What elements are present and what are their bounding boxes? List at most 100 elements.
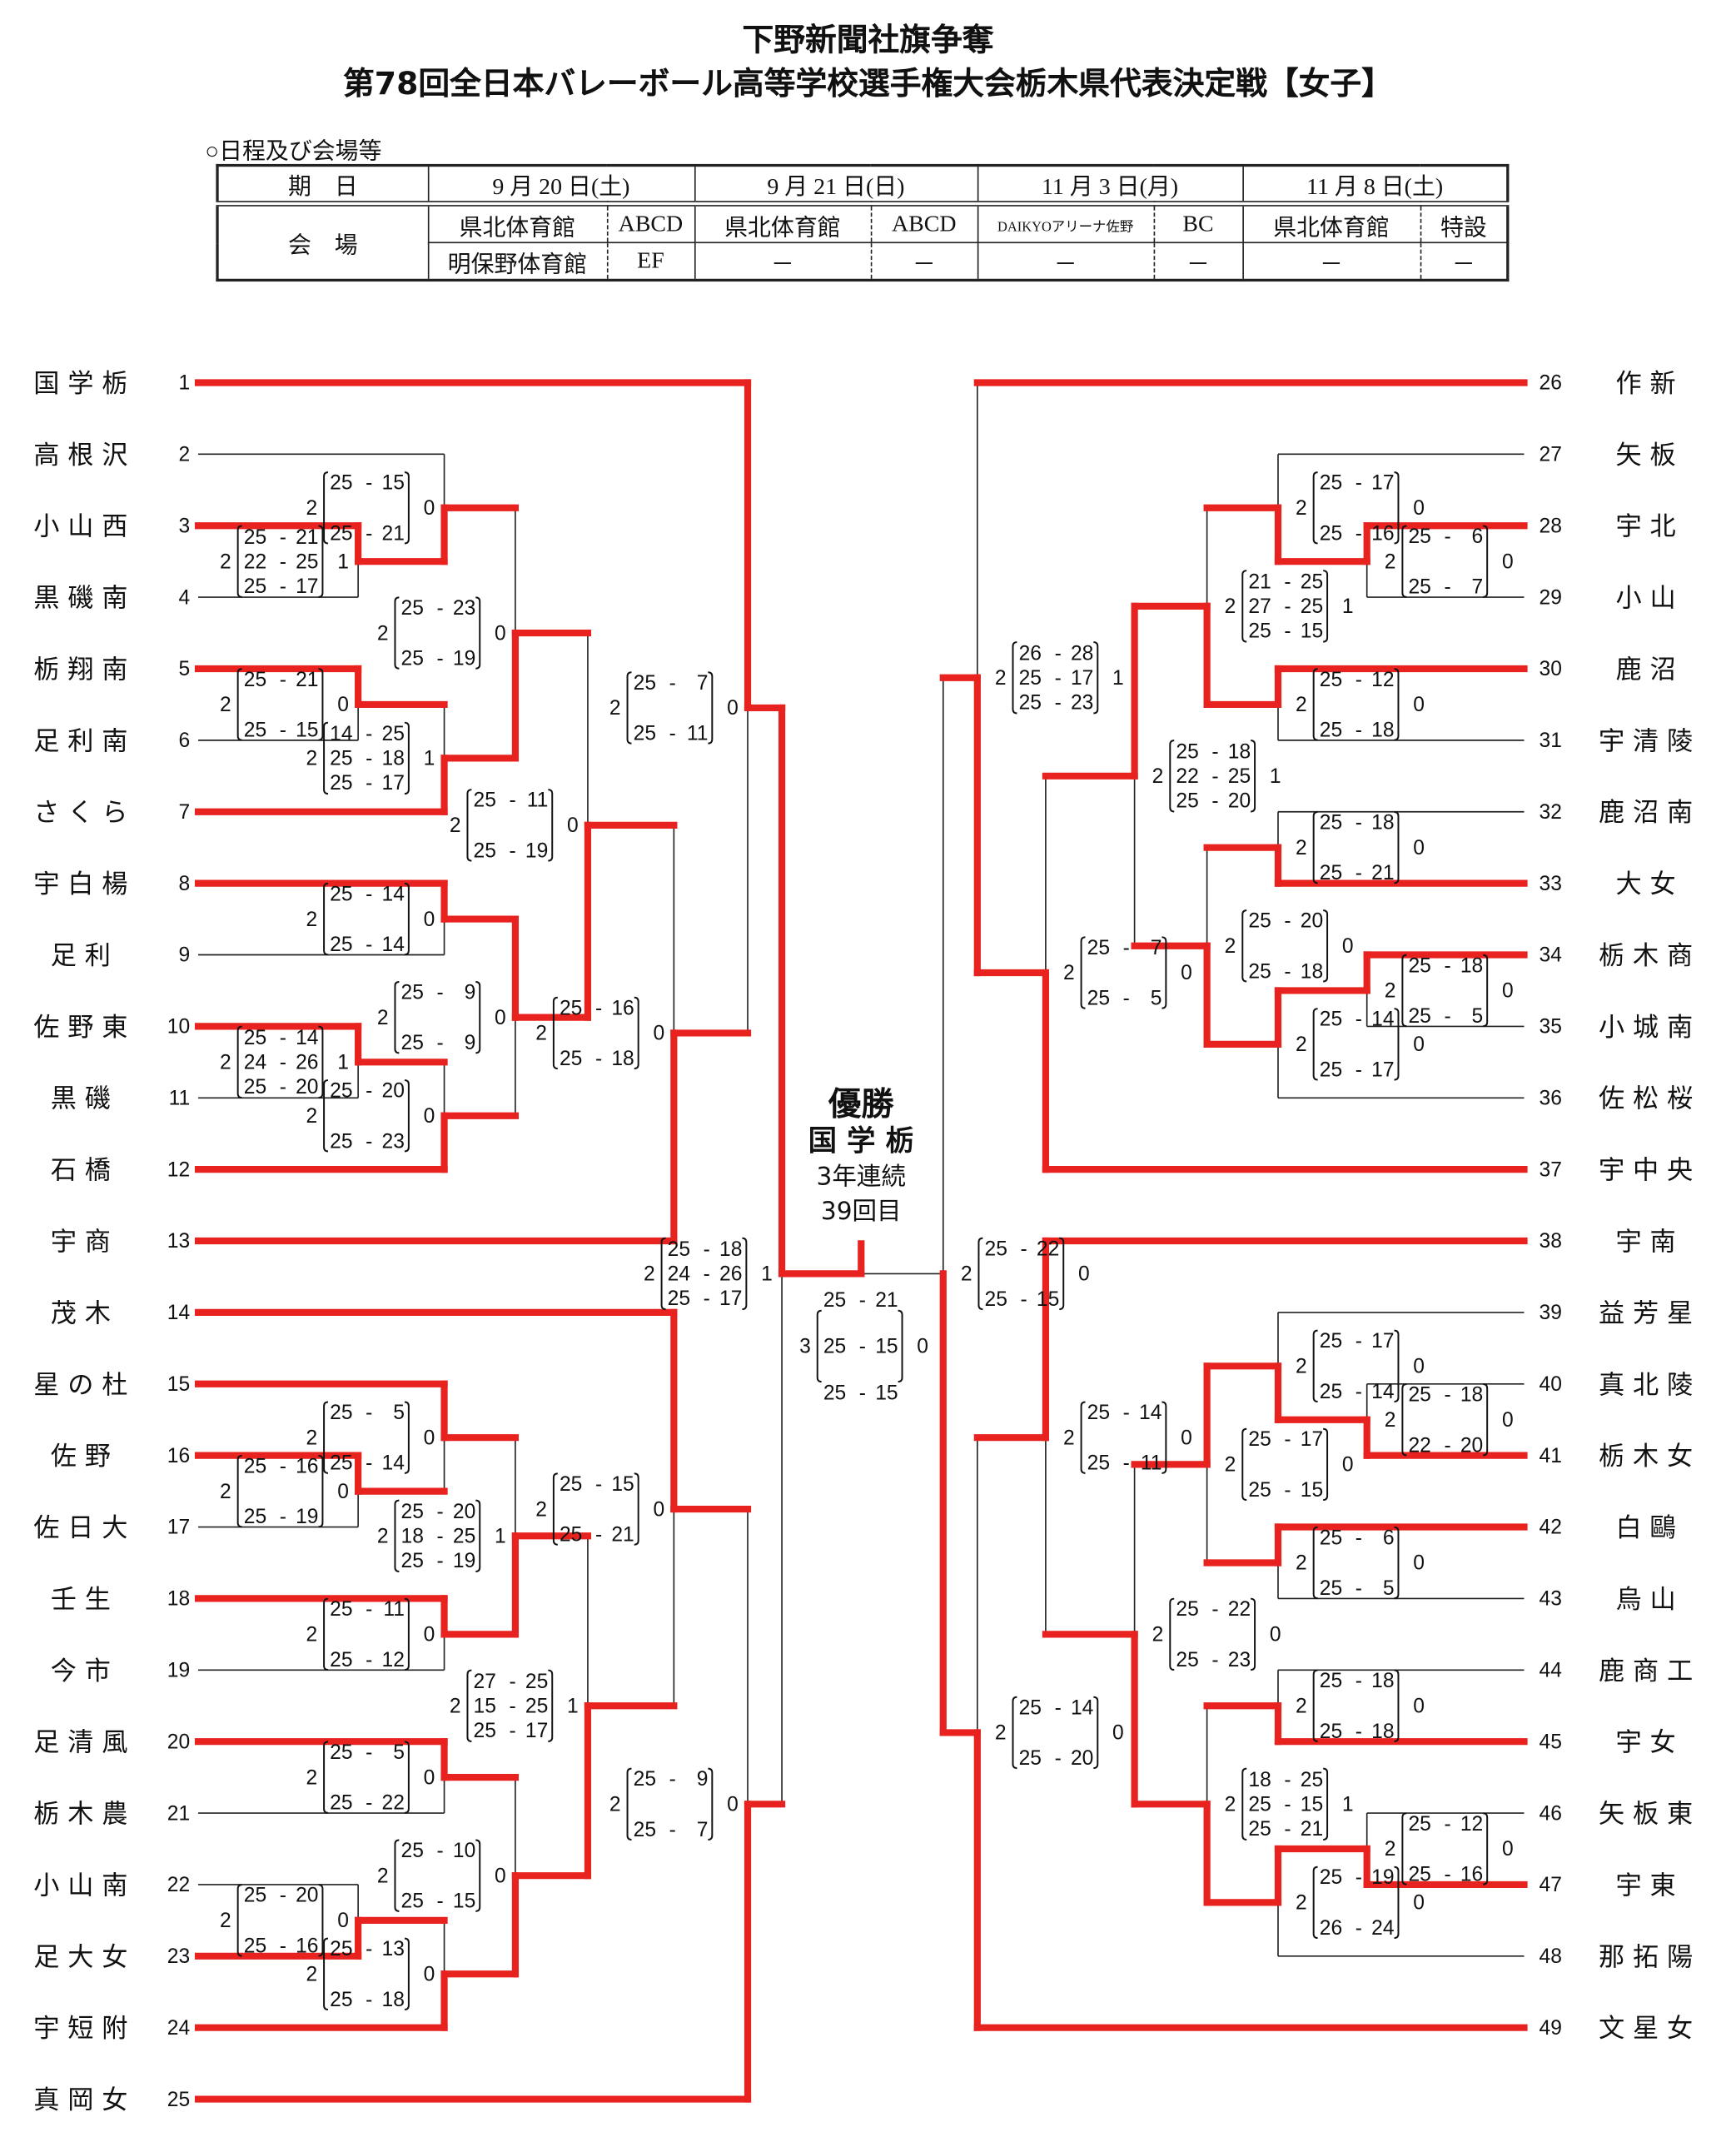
set-score-winner: 25 [401, 648, 424, 670]
sets-won: 2 [220, 1481, 231, 1503]
venue-name: DAIKYOアリーナ佐野 [976, 202, 1155, 244]
set-score-separator: - [1284, 1818, 1291, 1841]
set-score-winner: 25 [823, 1382, 846, 1404]
set-score-loser: 18 [1371, 1670, 1394, 1692]
set-score-loser: 15 [875, 1336, 898, 1358]
set-score-loser: 16 [1460, 1864, 1483, 1886]
set-score-separator: - [366, 1938, 372, 1960]
team-label: 9足利 [51, 941, 190, 971]
set-score-separator: - [669, 1768, 676, 1791]
title-line-2: 第78回全日本バレーボール高等学校選手権大会栃木県代表決定戦【女子】 [343, 67, 1393, 103]
sets-won: 2 [306, 1963, 317, 1985]
set-score-loser: 21 [382, 522, 405, 545]
sets-lost: 0 [1502, 1838, 1514, 1861]
sets-won: 2 [1385, 1838, 1396, 1861]
set-score-winner: 25 [244, 1455, 266, 1477]
set-score-separator: - [366, 1452, 372, 1475]
set-score-winner: 25 [401, 1032, 424, 1054]
team-name: さくら [33, 798, 136, 828]
set-score-winner: 25 [401, 1501, 424, 1523]
sets-won: 2 [220, 550, 231, 573]
team-name: 宇東 [1615, 1870, 1684, 1900]
team-number: 25 [167, 2089, 190, 2111]
set-score-loser: 17 [1371, 1330, 1394, 1352]
set-score-winner: 27 [474, 1671, 496, 1693]
venue-name: － [976, 242, 1155, 281]
team-number: 24 [167, 2017, 190, 2040]
team-number: 47 [1540, 1874, 1562, 1896]
set-score-separator: - [280, 550, 286, 573]
title-line-1: 下野新聞社旗争奪 [742, 22, 994, 59]
sets-won: 2 [1152, 1624, 1164, 1646]
set-score-winner: 25 [1408, 526, 1430, 548]
set-score-winner: 25 [1320, 1330, 1342, 1352]
team-name: 佐野東 [33, 1013, 136, 1043]
set-score-winner: 24 [668, 1263, 690, 1286]
sets-won: 2 [995, 1722, 1007, 1745]
set-score-loser: 9 [465, 1032, 476, 1054]
set-score-separator: - [366, 883, 372, 905]
set-score-separator: - [437, 1840, 444, 1862]
set-score-separator: - [1444, 526, 1450, 548]
sets-lost: 0 [917, 1336, 928, 1358]
score-bracket-close [404, 1401, 410, 1474]
sets-lost: 0 [1413, 1892, 1425, 1915]
set-score-winner: 18 [1248, 1769, 1271, 1791]
set-score-separator: - [859, 1336, 866, 1358]
score-bracket-open [1241, 570, 1247, 643]
set-score-winner: 25 [244, 1076, 266, 1098]
set-score-loser: 25 [525, 1671, 548, 1693]
set-score-separator: - [510, 1720, 516, 1742]
sets-lost: 0 [727, 1794, 739, 1816]
set-score-loser: 26 [296, 1052, 318, 1074]
venue-courts: 特設 [1419, 202, 1509, 244]
set-score-loser: 17 [382, 772, 405, 795]
set-score-separator: - [366, 1130, 372, 1153]
date-cell: 9 月 20 日(土) [427, 164, 695, 207]
set-score-loser: 26 [719, 1263, 742, 1286]
schedule-table: 期 日 9 月 20 日(土) 9 月 21 日(日) 11 月 3 日(月) … [216, 163, 1510, 282]
set-score-loser: 16 [1371, 522, 1394, 545]
set-score-separator: - [366, 1741, 372, 1764]
schedule-date-row: 期 日 9 月 20 日(土) 9 月 21 日(日) 11 月 3 日(月) … [216, 164, 1509, 207]
team-name: 宇短附 [33, 2014, 136, 2044]
sets-won: 2 [1385, 980, 1396, 1003]
score-bracket-close [404, 1741, 410, 1814]
team-name: 足利 [51, 941, 119, 971]
score-bracket-close [318, 1884, 324, 1957]
champion-team: 国 学 栃 [808, 1125, 914, 1158]
score-bracket-open [236, 1454, 242, 1528]
set-score-loser: 7 [697, 672, 709, 695]
team-number: 33 [1540, 873, 1562, 895]
sets-won: 2 [609, 697, 621, 720]
team-number: 13 [167, 1230, 190, 1253]
sets-lost: 0 [495, 622, 506, 645]
set-score-winner: 25 [1408, 954, 1430, 977]
set-score-winner: 26 [1019, 642, 1042, 665]
set-score-winner: 25 [1087, 988, 1110, 1010]
sets-won: 2 [377, 1865, 389, 1887]
set-score-separator: - [510, 1671, 516, 1693]
set-score-winner: 25 [1248, 1818, 1271, 1841]
set-score-winner: 22 [1408, 1434, 1430, 1457]
team-name: 真北陵 [1599, 1370, 1701, 1400]
sets-lost: 0 [495, 1007, 506, 1029]
set-score-separator: - [1355, 1917, 1362, 1940]
set-score-separator: - [1355, 1009, 1362, 1031]
score-bracket-close [318, 525, 324, 598]
set-score-winner: 22 [244, 550, 266, 573]
venue-courts: － [1152, 242, 1244, 281]
set-score-loser: 23 [1071, 691, 1093, 714]
set-score-loser: 25 [1301, 1769, 1323, 1791]
set-score-separator: - [280, 1052, 286, 1074]
set-score-separator: - [366, 1989, 372, 2011]
venue-name: － [1241, 242, 1421, 281]
set-score-separator: - [1444, 1864, 1450, 1886]
set-score-loser: 20 [1228, 790, 1251, 813]
sets-won: 2 [1225, 1454, 1236, 1477]
set-score-winner: 25 [1408, 1384, 1430, 1407]
team-name: 宇女 [1615, 1728, 1684, 1758]
